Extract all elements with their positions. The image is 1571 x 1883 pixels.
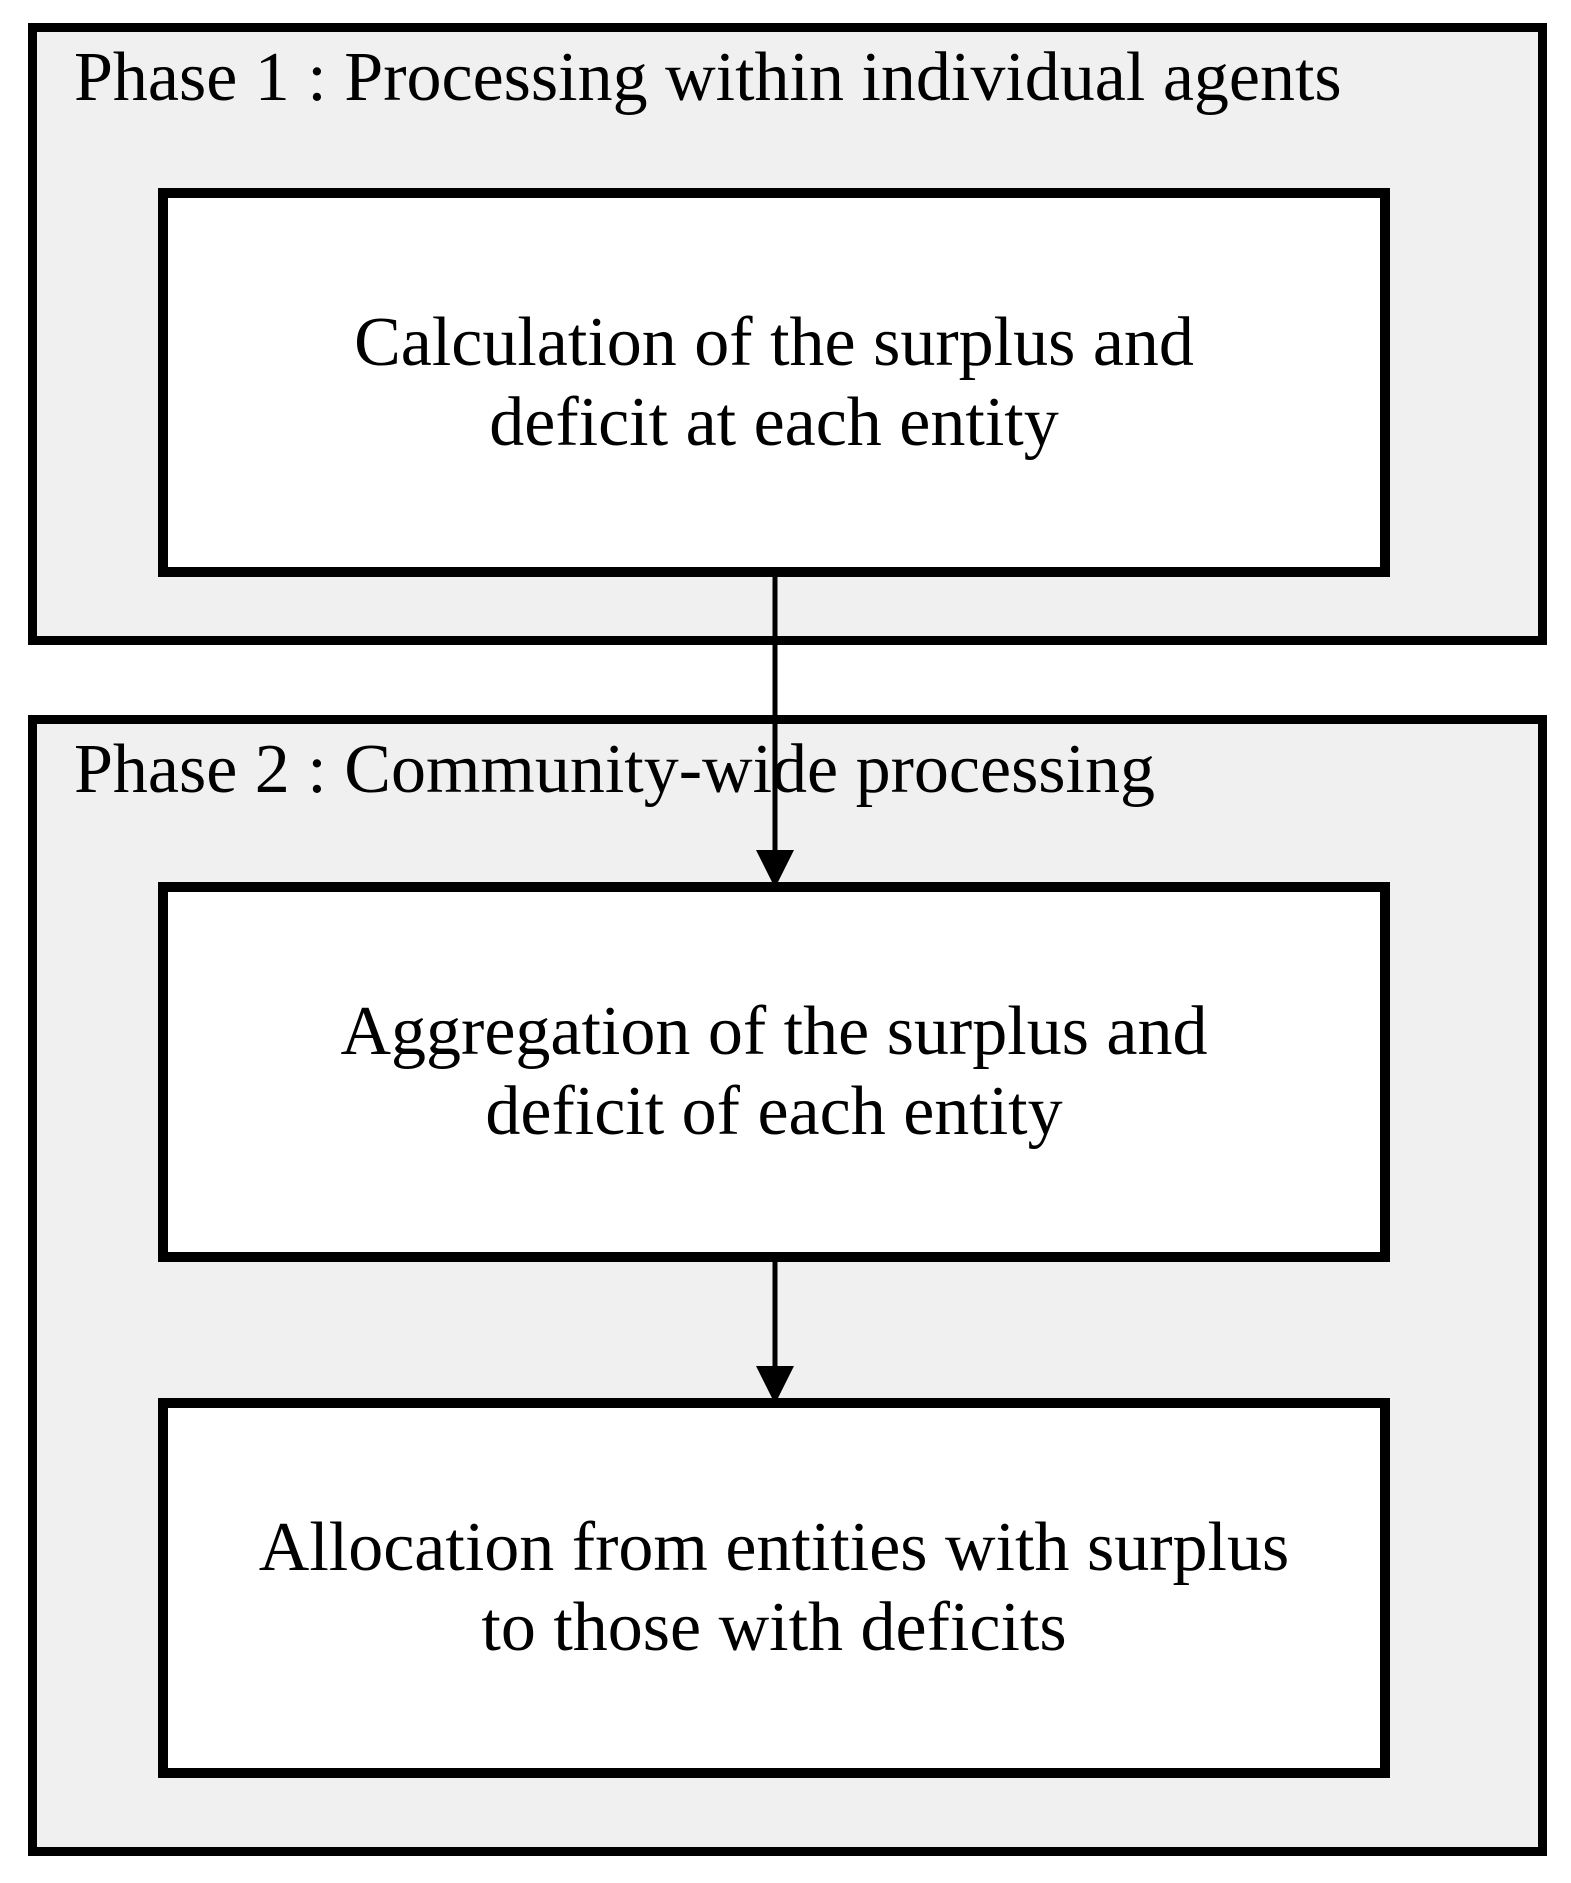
aggregation-step-box: Aggregation of the surplus and deficit o… [158,882,1390,1262]
allocation-step-box: Allocation from entities with surplus to… [158,1398,1390,1778]
calculation-step-text-line-2: deficit at each entity [489,383,1059,461]
phase-1-panel: Phase 1 : Processing within individual a… [28,23,1547,645]
aggregation-step-text-line-2: deficit of each entity [485,1073,1063,1150]
allocation-step-text-line-1: Allocation from entities with surplus [258,1509,1290,1586]
allocation-step-text-line-2: to those with deficits [481,1589,1067,1666]
aggregation-step-text-line-1: Aggregation of the surplus and [340,993,1208,1070]
calculation-step-box: Calculation of the surplus and deficit a… [158,188,1390,577]
phase-2-panel: Phase 2 : Community-wide processing Aggr… [28,715,1547,1856]
calculation-step-text-line-1: Calculation of the surplus and [354,303,1194,381]
phase-2-title: Phase 2 : Community-wide processing [74,731,1156,808]
phase-1-title: Phase 1 : Processing within individual a… [74,39,1342,116]
